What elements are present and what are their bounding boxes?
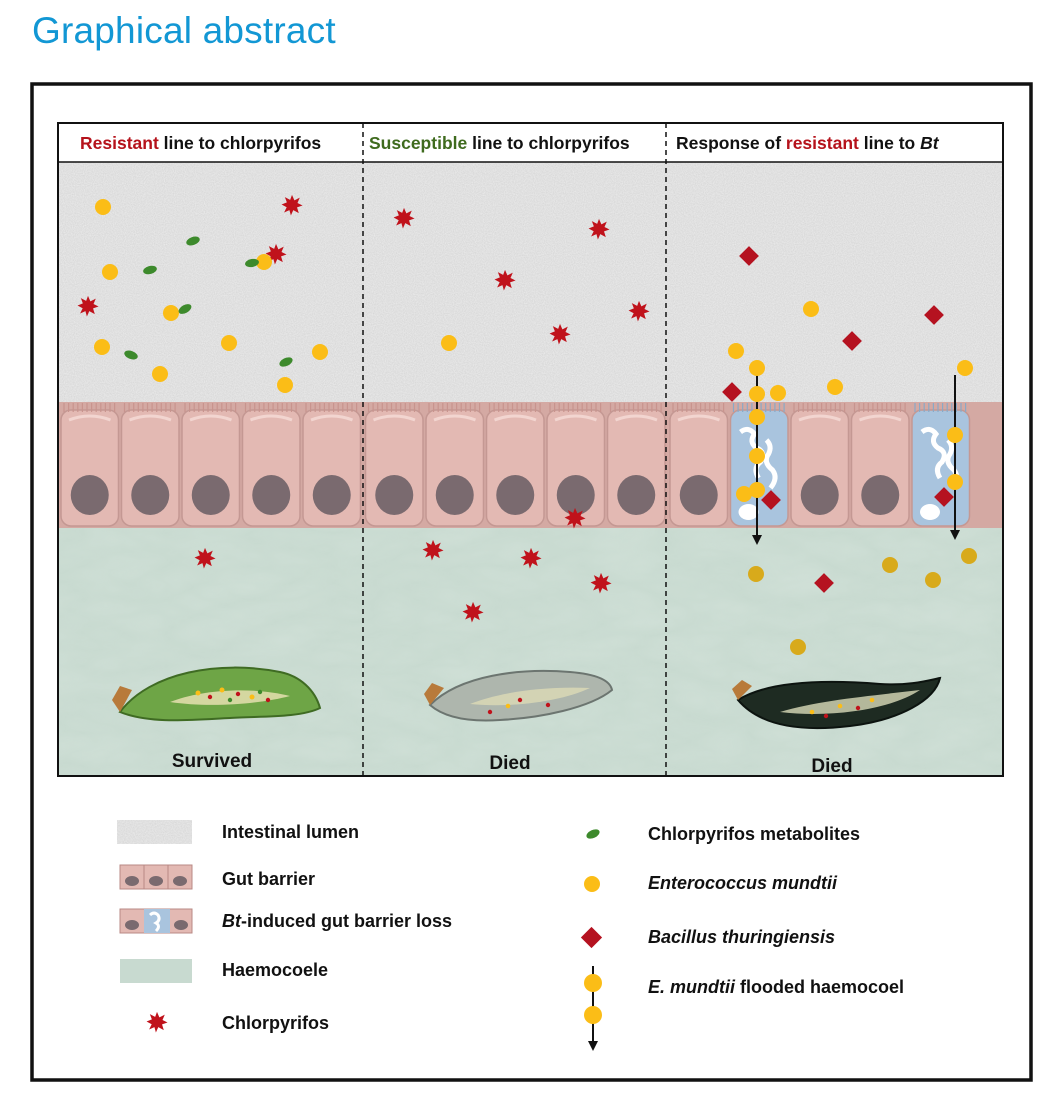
gut-cell	[241, 403, 301, 527]
gut-cell	[181, 403, 241, 527]
intestinal-lumen	[59, 162, 1002, 402]
legend-gut-barrier-loss: Bt-induced gut barrier loss	[222, 911, 452, 931]
metabolite-particle	[186, 236, 200, 246]
gut-cell	[425, 403, 485, 527]
bt-particle	[814, 573, 834, 593]
legend-gut-barrier: Gut barrier	[222, 869, 315, 889]
enterococcus-haemocoel-particle	[790, 639, 806, 655]
enterococcus-particle	[957, 360, 973, 376]
enterococcus-haemocoel-particle	[961, 548, 977, 564]
panel-2-outcome: Died	[489, 753, 530, 774]
gut-cell	[790, 403, 850, 527]
panel-2-header: Susceptible line to chlorpyrifos	[369, 133, 630, 153]
gut-cell-barrier-loss	[911, 403, 971, 527]
enterococcus-particle	[277, 377, 293, 393]
flood-dot	[749, 409, 765, 425]
bt-particle	[924, 305, 944, 325]
intestinal-lumen-swatch	[117, 820, 192, 844]
legend-right: Chlorpyrifos metabolites Enterococcus mu…	[580, 824, 904, 1051]
bt-particle	[722, 382, 742, 402]
legend-flooded-haemocoel: E. mundtii flooded haemocoel	[648, 977, 904, 997]
flood-dot	[947, 427, 963, 443]
enterococcus-haemocoel-particle	[925, 572, 941, 588]
enterococcus-particle	[770, 385, 786, 401]
legend-bacillus: Bacillus thuringiensis	[648, 927, 835, 947]
bt-particle	[842, 331, 862, 351]
gut-cell	[669, 403, 729, 527]
caterpillar-died-susceptible	[424, 669, 614, 722]
haemocoele-region	[59, 528, 1002, 775]
enterococcus-particle	[728, 343, 744, 359]
metabolite-ellipse-icon	[586, 829, 600, 839]
legend-chlorpyrifos: Chlorpyrifos	[222, 1013, 329, 1033]
gut-barrier-loss-swatch	[119, 908, 193, 934]
flood-dot	[947, 474, 963, 490]
enterococcus-particle	[94, 339, 110, 355]
gut-cell	[120, 403, 180, 527]
chlorpyrifos-star-icon	[146, 1011, 168, 1033]
panel-3-outcome: Died	[811, 756, 852, 777]
flood-dot	[749, 360, 765, 376]
gut-barrier-swatch	[119, 864, 193, 890]
gut-cell	[364, 403, 424, 527]
gut-cell	[606, 403, 666, 527]
gut-barrier-band	[59, 402, 1002, 528]
enterococcus-haemocoel-particle	[748, 566, 764, 582]
metabolite-particle	[143, 265, 157, 275]
panel-1-header: Resistant line to chlorpyrifos	[80, 133, 321, 153]
caterpillar-survived	[112, 666, 322, 722]
bt-particle	[934, 487, 954, 507]
flood-dot	[749, 448, 765, 464]
outer-frame	[30, 82, 1033, 1082]
metabolite-particle	[245, 258, 259, 268]
enterococcus-particle	[221, 335, 237, 351]
flood-dots	[736, 360, 963, 502]
enterococcus-particle	[441, 335, 457, 351]
gut-cell	[302, 403, 362, 527]
gut-cell	[485, 403, 545, 527]
haemocoele-swatch	[120, 959, 192, 983]
bt-diamond-icon	[580, 926, 603, 949]
enterococcus-particle	[163, 305, 179, 321]
legend-intestinal-lumen: Intestinal lumen	[222, 822, 359, 842]
flood-dot	[749, 482, 765, 498]
enterococcus-particle	[95, 199, 111, 215]
legend-metabolites: Chlorpyrifos metabolites	[648, 824, 860, 844]
enterococcus-particle	[256, 254, 272, 270]
bt-particle	[761, 490, 781, 510]
flood-dot	[749, 386, 765, 402]
metabolite-particle	[279, 357, 293, 367]
gut-cell	[850, 403, 910, 527]
legend-left: Intestinal lumen Gut barrier Bt-induced …	[117, 820, 452, 1033]
enterococcus-dot-icon	[584, 876, 600, 892]
enterococcus-particle	[152, 366, 168, 382]
enterococcus-particle	[312, 344, 328, 360]
page-title: Graphical abstract	[32, 10, 336, 51]
legend-enterococcus: Enterococcus mundtii	[648, 873, 838, 893]
enterococcus-particle	[102, 264, 118, 280]
flood-dot	[736, 486, 752, 502]
panel-3-header: Response of resistant line to Bt	[676, 133, 940, 153]
panel-1-outcome: Survived	[172, 751, 252, 772]
metabolite-particle	[124, 350, 138, 360]
gut-cell	[60, 403, 120, 527]
metabolite-particle	[178, 304, 192, 314]
enterococcus-haemocoel-particle	[882, 557, 898, 573]
flood-arrow-icon	[584, 966, 602, 1051]
enterococcus-particle	[803, 301, 819, 317]
enterococcus-particle	[827, 379, 843, 395]
legend-haemocoele: Haemocoele	[222, 960, 328, 980]
gut-cell	[546, 403, 606, 527]
particles-layer	[77, 194, 977, 655]
caterpillar-died-bt	[732, 676, 942, 730]
